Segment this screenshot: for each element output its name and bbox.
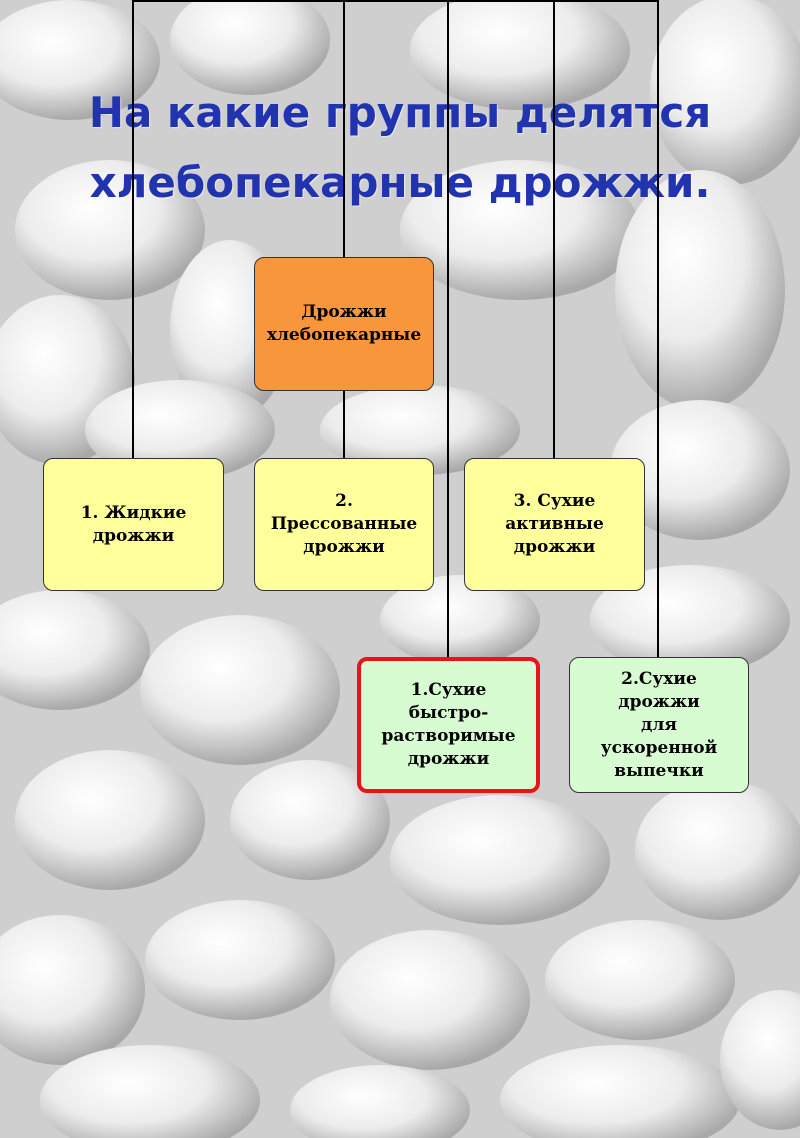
node-liquid-yeast: 1. Жидкие дрожжи: [43, 458, 224, 591]
root-node-label: Дрожжи хлебопекарные: [266, 302, 422, 345]
node-label: 1. Жидкие дрожжи: [80, 502, 187, 546]
node-dry-active-yeast: 3. Сухие активные дрожжи: [464, 458, 645, 591]
node-instant-dry-yeast: 1.Сухие быстро- растворимые дрожжи: [357, 657, 540, 793]
title-line-1: На какие группы делятся: [88, 88, 712, 137]
node-label: 2.Сухие дрожжи для ускоренной выпечки: [600, 668, 718, 781]
node-fast-baking-dry-yeast: 2.Сухие дрожжи для ускоренной выпечки: [569, 657, 749, 793]
node-label: 3. Сухие активные дрожжи: [505, 491, 604, 557]
node-pressed-yeast: 2. Прессованные дрожжи: [254, 458, 434, 591]
root-node-baking-yeast: Дрожжи хлебопекарные: [254, 257, 434, 391]
title-line-2: хлебопекарные дрожжи.: [89, 158, 711, 207]
node-label: 1.Сухие быстро- растворимые дрожжи: [381, 680, 516, 769]
node-label: 2. Прессованные дрожжи: [270, 491, 418, 557]
page-title: На какие группы делятся хлебопекарные др…: [0, 78, 800, 218]
